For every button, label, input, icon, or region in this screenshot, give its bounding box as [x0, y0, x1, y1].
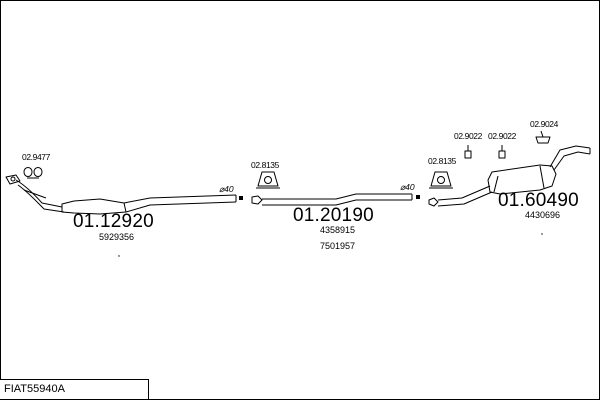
part-number: 01.20190: [293, 205, 374, 226]
accessory-label: 02.9022: [488, 131, 516, 141]
pipe-end-marker: [416, 195, 420, 199]
dot-marker: [118, 255, 120, 257]
hanger-02-9022-left-icon: [464, 145, 472, 159]
pipe-diameter-label: ⌀40: [219, 184, 234, 194]
pipe-diameter-label: ⌀40: [400, 182, 415, 192]
front-pipe-shape: [15, 179, 237, 215]
diagram-title: FIAT55940A: [4, 383, 65, 395]
pipe-end-marker: [239, 196, 243, 200]
oem-number: 7501957: [320, 241, 356, 251]
diagram-title-box: FIAT55940A: [0, 379, 149, 399]
accessory-label: 02.9022: [454, 131, 482, 141]
part-number: 01.12920: [73, 211, 154, 232]
hanger-02-9022-right-icon: [498, 145, 506, 159]
dot-marker: [541, 233, 543, 235]
front-flange-icon: [5, 174, 21, 185]
accessory-label: 02.8135: [251, 160, 279, 170]
oem-number: 4358915: [320, 225, 356, 235]
oem-number: 5929356: [99, 232, 135, 242]
hanger-02-8135-middle-icon: [256, 171, 280, 189]
oem-number: 4430696: [525, 210, 561, 220]
accessory-label: 02.9024: [530, 119, 558, 129]
accessory-label: 02.9477: [22, 152, 50, 162]
accessory-label: 02.8135: [428, 156, 456, 166]
rear-silencer-shape: [428, 145, 591, 207]
hanger-02-9024-icon: [535, 130, 551, 144]
clamp-02-9477-icon: [23, 167, 43, 179]
hanger-02-8135-rear-icon: [429, 171, 453, 189]
part-number: 01.60490: [498, 190, 579, 211]
middle-pipe-shape: [251, 193, 413, 206]
